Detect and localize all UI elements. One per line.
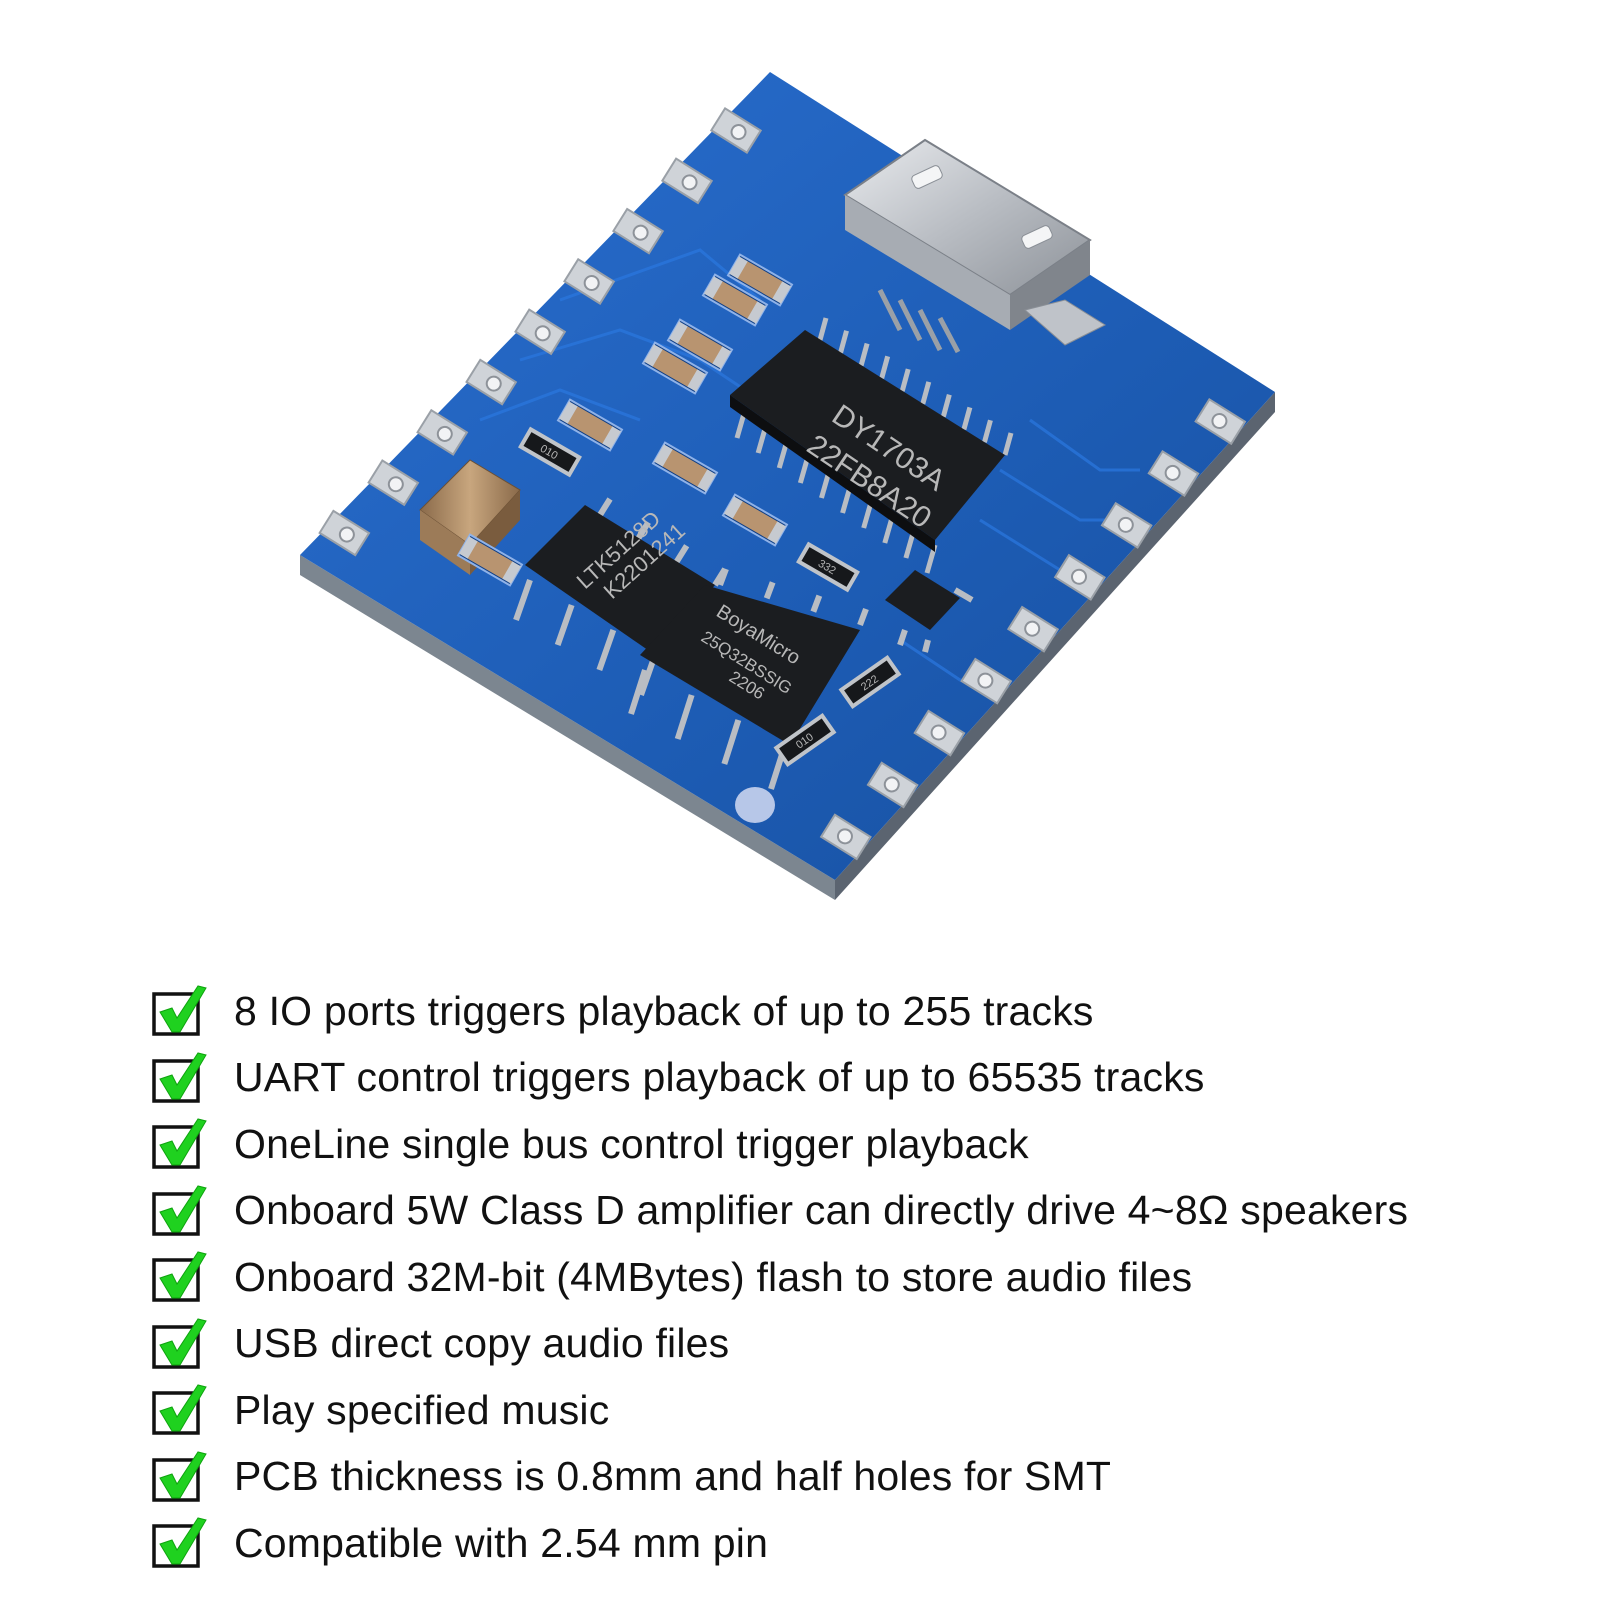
edge-pad	[1147, 449, 1200, 498]
feature-item: 8 IO ports triggers playback of up to 25…	[152, 978, 1408, 1045]
micro-usb-connector	[843, 138, 1107, 354]
feature-item: Compatible with 2.54 mm pin	[152, 1510, 1408, 1577]
smd-capacitor	[721, 493, 789, 547]
feature-text: PCB thickness is 0.8mm and half holes fo…	[234, 1453, 1112, 1500]
edge-pad	[819, 813, 872, 861]
edge-pad	[1006, 605, 1060, 653]
feature-text: Onboard 5W Class D amplifier can directl…	[234, 1187, 1409, 1234]
feature-list: 8 IO ports triggers playback of up to 25…	[152, 978, 1408, 1577]
smd-capacitor	[651, 441, 719, 495]
left-edge-pads	[318, 106, 763, 557]
feature-text: Play specified music	[234, 1386, 610, 1433]
edge-pad	[1194, 398, 1247, 446]
checkbox-checked-icon	[152, 1384, 207, 1435]
feature-item: USB direct copy audio files	[152, 1311, 1408, 1378]
feature-item: OneLine single bus control trigger playb…	[152, 1111, 1408, 1178]
feature-item: PCB thickness is 0.8mm and half holes fo…	[152, 1444, 1408, 1511]
smd-capacitor	[641, 341, 709, 395]
feature-item: Onboard 5W Class D amplifier can directl…	[152, 1178, 1408, 1245]
edge-pad	[709, 106, 763, 155]
checkbox-checked-icon	[152, 1251, 207, 1302]
feature-text: Compatible with 2.54 mm pin	[234, 1519, 769, 1566]
amp-chip-ltk5128d: LTK5128D K2201241	[513, 497, 728, 696]
checkbox-checked-icon	[152, 1185, 207, 1236]
sot-transistor	[885, 570, 974, 653]
edge-pad	[514, 308, 567, 356]
edge-pad	[1053, 553, 1106, 601]
feature-item: Play specified music	[152, 1377, 1408, 1444]
edge-pad	[318, 509, 371, 557]
pcb-module-image: DY1703A 22FB8A20 LTK5128D K2201241 BoyaM…	[300, 72, 1275, 900]
smd-capacitor	[701, 273, 769, 327]
smd-capacitors	[456, 253, 794, 587]
checkbox-checked-icon	[152, 1318, 207, 1369]
edge-pad	[563, 257, 616, 305]
feature-text: Onboard 32M-bit (4MBytes) flash to store…	[234, 1253, 1193, 1300]
checkbox-checked-icon	[152, 1052, 207, 1103]
smd-capacitor	[726, 253, 794, 307]
smd-resistors: 010 332 222 010	[518, 426, 902, 768]
product-photo: DY1703A 22FB8A20 LTK5128D K2201241 BoyaM…	[300, 72, 1275, 900]
checkbox-checked-icon	[152, 1118, 207, 1169]
edge-pad	[465, 358, 518, 406]
edge-pad	[960, 657, 1013, 705]
checkbox-checked-icon	[152, 1451, 207, 1502]
feature-text: OneLine single bus control trigger playb…	[234, 1120, 1029, 1167]
edge-pad	[913, 709, 966, 757]
feature-item: Onboard 32M-bit (4MBytes) flash to store…	[152, 1244, 1408, 1311]
feature-item: UART control triggers playback of up to …	[152, 1045, 1408, 1112]
edge-pad	[367, 459, 420, 507]
edge-pad	[1100, 501, 1153, 549]
pcb-edge	[300, 392, 1275, 900]
edge-pad	[416, 408, 469, 456]
edge-pad	[611, 207, 665, 255]
feature-text: UART control triggers playback of up to …	[234, 1054, 1205, 1101]
edge-pad	[660, 157, 714, 205]
fiducial-mark	[735, 787, 775, 823]
right-edge-pads	[819, 398, 1247, 861]
smd-capacitor	[666, 318, 734, 372]
edge-pad	[866, 761, 919, 809]
flash-chip-boyamicro: BoyaMicro 25Q32BSSIG 2206	[628, 567, 869, 790]
checkbox-checked-icon	[152, 985, 207, 1036]
feature-text: 8 IO ports triggers playback of up to 25…	[234, 987, 1094, 1034]
feature-text: USB direct copy audio files	[234, 1320, 730, 1367]
checkbox-checked-icon	[152, 1517, 207, 1568]
main-chip-dy1703a: DY1703A 22FB8A20	[730, 317, 1014, 574]
smd-capacitor	[456, 533, 524, 587]
smd-capacitor	[556, 398, 624, 452]
